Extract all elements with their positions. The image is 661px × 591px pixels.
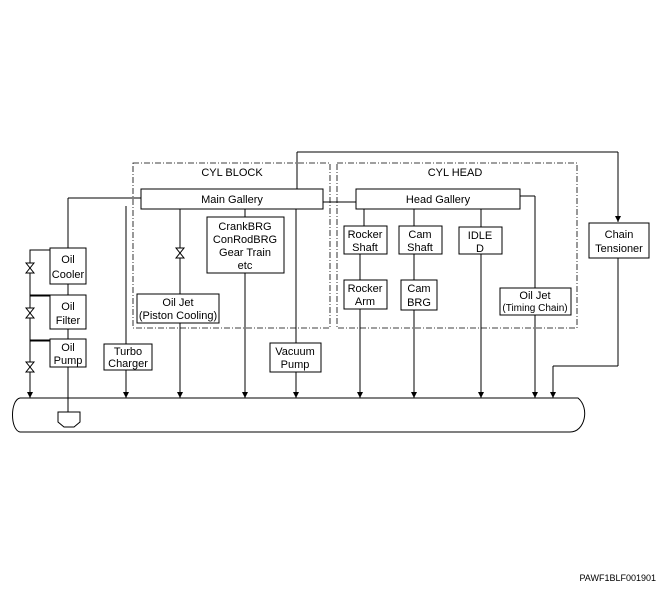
cyl-head-label: CYL HEAD bbox=[428, 167, 483, 179]
oil-jet-timing-line2: (Timing Chain) bbox=[502, 303, 567, 314]
oil-pump-line1: Oil bbox=[61, 342, 74, 354]
oil-cooler-line2: Cooler bbox=[52, 269, 85, 281]
rocker-arm: Rocker Arm bbox=[343, 279, 388, 310]
main-gallery: Main Gallery bbox=[140, 188, 324, 210]
oil-jet-piston-line1: Oil Jet bbox=[162, 297, 193, 309]
rocker-shaft-line2: Shaft bbox=[352, 242, 378, 254]
vacuum-pump: Vacuum Pump bbox=[269, 342, 322, 373]
oil-pan bbox=[12, 397, 586, 433]
cam-brg: Cam BRG bbox=[400, 279, 438, 311]
cam-shaft: Cam Shaft bbox=[398, 225, 443, 255]
head-gallery-label: Head Gallery bbox=[406, 194, 471, 206]
crank-line1: CrankBRG bbox=[218, 221, 271, 233]
cyl-block-label: CYL BLOCK bbox=[201, 167, 263, 179]
oil-cooler: Oil Cooler bbox=[49, 247, 87, 285]
turbo-line2: Charger bbox=[108, 358, 148, 370]
crank-bearings: CrankBRG ConRodBRG Gear Train etc bbox=[206, 216, 285, 274]
crank-line2: ConRodBRG bbox=[213, 234, 277, 246]
turbo-charger: Turbo Charger bbox=[103, 343, 153, 371]
oil-jet-timing-chain: Oil Jet (Timing Chain) bbox=[499, 287, 572, 316]
valve-icon bbox=[174, 247, 186, 259]
cam-brg-line2: BRG bbox=[407, 297, 431, 309]
cyl-block-frame: CYL BLOCK bbox=[132, 162, 331, 329]
rocker-shaft: Rocker Shaft bbox=[343, 225, 388, 255]
chain-tensioner-line2: Tensioner bbox=[595, 243, 643, 255]
oil-pump-line2: Pump bbox=[54, 355, 83, 367]
oil-filter: Oil Filter bbox=[49, 294, 87, 330]
figure-code: PAWF1BLF001901 bbox=[579, 573, 656, 583]
vacuum-line1: Vacuum bbox=[275, 346, 315, 358]
rocker-shaft-line1: Rocker bbox=[348, 229, 383, 241]
valve-icon bbox=[24, 307, 36, 319]
vacuum-line2: Pump bbox=[281, 359, 310, 371]
valve-icon bbox=[24, 262, 36, 274]
main-gallery-label: Main Gallery bbox=[201, 194, 263, 206]
oil-filter-line1: Oil bbox=[61, 301, 74, 313]
idle-d: IDLE D bbox=[458, 226, 503, 255]
rocker-arm-line1: Rocker bbox=[348, 283, 383, 295]
chain-tensioner-line1: Chain bbox=[605, 229, 634, 241]
oil-strainer bbox=[57, 411, 81, 428]
oil-jet-timing-line1: Oil Jet bbox=[519, 290, 550, 302]
chain-tensioner: Chain Tensioner bbox=[588, 222, 650, 259]
oil-jet-piston-line2: (Piston Cooling) bbox=[139, 310, 217, 322]
turbo-line1: Turbo bbox=[114, 346, 142, 358]
cam-shaft-line1: Cam bbox=[408, 229, 431, 241]
idle-line2: D bbox=[476, 243, 484, 255]
crank-line4: etc bbox=[238, 260, 253, 272]
oil-cooler-line1: Oil bbox=[61, 254, 74, 266]
oil-filter-line2: Filter bbox=[56, 315, 81, 327]
crank-line3: Gear Train bbox=[219, 247, 271, 259]
cyl-head-frame: CYL HEAD bbox=[336, 162, 578, 329]
rocker-arm-line2: Arm bbox=[355, 296, 375, 308]
flow-lines bbox=[27, 151, 621, 412]
valve-icon bbox=[24, 361, 36, 373]
idle-line1: IDLE bbox=[468, 230, 492, 242]
oil-pump: Oil Pump bbox=[49, 338, 87, 368]
cam-brg-line1: Cam bbox=[407, 283, 430, 295]
head-gallery: Head Gallery bbox=[355, 188, 521, 210]
oil-jet-piston-cooling: Oil Jet (Piston Cooling) bbox=[136, 293, 220, 324]
cam-shaft-line2: Shaft bbox=[407, 242, 433, 254]
